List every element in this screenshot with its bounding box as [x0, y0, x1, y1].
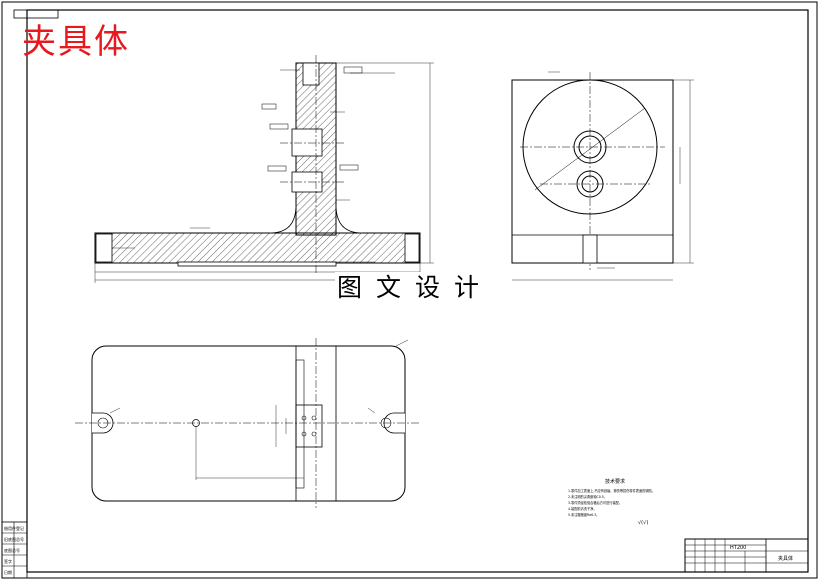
inner-frame — [26, 9, 809, 573]
watermark-text: 图文设计 — [335, 272, 496, 304]
tech-note-line-4: 4.装配前清洗干净。 — [568, 506, 597, 511]
side-view — [511, 71, 694, 281]
top-view — [75, 338, 420, 508]
front-view — [94, 55, 434, 283]
left-strip-label-2: 旧底图总号 — [4, 536, 24, 542]
tech-note-line-5: 5.未注粗糙度Ra6.3。 — [568, 512, 599, 517]
title-block-material: HT200 — [730, 545, 746, 551]
tech-notes-heading: 技术要求 — [605, 478, 625, 485]
title-block: HT200 夹具体 — [684, 538, 809, 573]
left-strip-label-4: 签字 — [4, 558, 12, 564]
tech-note-line-3: 3.零件须经检验合格后方可进行装配。 — [568, 500, 622, 505]
top-view-outline — [91, 345, 406, 502]
tech-note-line-1: 1.零件加工表面上,不应有划痕、擦伤等损伤零件表面的缺陷。 — [568, 488, 655, 493]
left-strip: 借用件登记 旧底图总号 底图总号 签字 日期 — [1, 521, 28, 579]
title-block-name: 夹具体 — [778, 555, 793, 562]
tech-note-line-2: 2.未注明的尖角倒钝C0.5。 — [568, 494, 607, 499]
left-strip-label-5: 日期 — [4, 569, 12, 575]
base-plate-section — [94, 232, 421, 264]
tech-notes: 技术要求 1.零件加工表面上,不应有划痕、擦伤等损伤零件表面的缺陷。 2.未注明… — [568, 478, 655, 526]
drawing-title-red: 夹具体 — [22, 22, 130, 62]
left-strip-label-1: 借用件登记 — [4, 525, 24, 531]
roughness-symbol: √(√) — [638, 520, 648, 526]
corner-label-box — [13, 9, 59, 19]
left-strip-label-3: 底图总号 — [4, 547, 20, 553]
